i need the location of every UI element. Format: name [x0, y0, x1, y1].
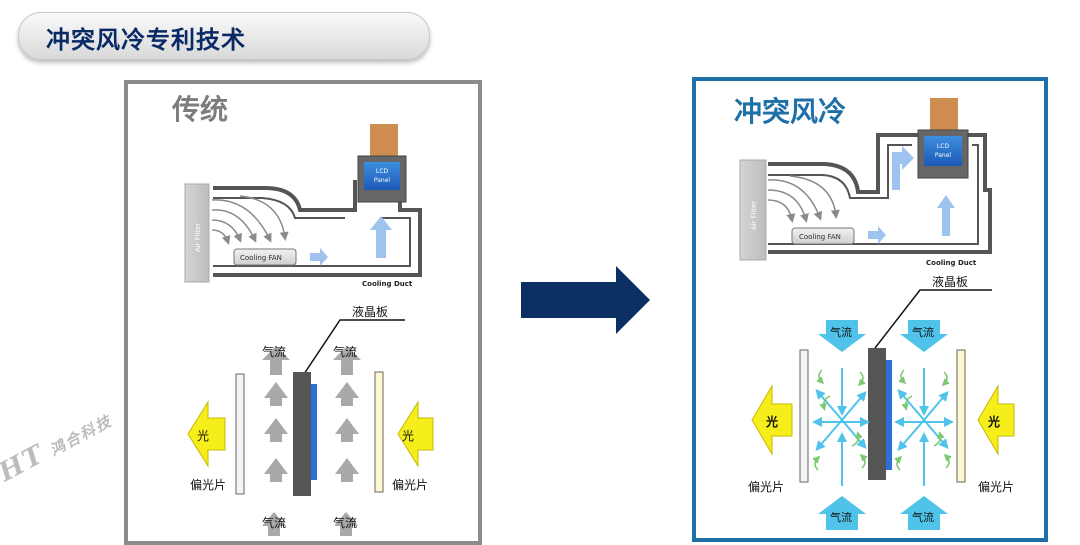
light-label-left: 光: [197, 429, 209, 443]
polarizer-label-right: 偏光片: [392, 477, 428, 492]
light-label-right: 光: [987, 414, 1000, 429]
svg-text:LCD: LCD: [376, 168, 389, 175]
airflow-label-bottom-right: 气流: [333, 515, 357, 530]
light-label-right: 光: [402, 429, 414, 443]
page-title: 冲突风冷专利技术: [46, 26, 246, 54]
polarizer-label-left: 偏光片: [748, 479, 784, 494]
polarizer-label-left: 偏光片: [190, 477, 226, 492]
svg-text:Cooling FAN: Cooling FAN: [799, 233, 841, 241]
light-arrow-right: [977, 384, 1015, 456]
airflow-label-top-right: 气流: [333, 344, 357, 359]
svg-text:Air Filter: Air Filter: [750, 201, 758, 230]
svg-text:Panel: Panel: [374, 177, 391, 184]
airflow-label-top-right: 气流: [912, 325, 934, 339]
polarizer-label-right: 偏光片: [978, 479, 1014, 494]
air-filter: [739, 159, 767, 261]
right-airflow-diagram: 液晶板 气流 气流 气流 气流: [748, 274, 1015, 530]
air-filter-label: Air Filter: [194, 223, 202, 252]
cooling-duct-label: Cooling Duct: [362, 280, 413, 288]
lc-board: [868, 348, 886, 480]
airflow-label-bottom-left: 气流: [830, 510, 852, 524]
conflict-cooling-title: 冲突风冷: [734, 95, 847, 128]
left-polarizer: [235, 373, 245, 495]
airflow-label-top-left: 气流: [830, 325, 852, 339]
light-arrow-left: [187, 400, 226, 468]
airflow-label-top-left: 气流: [262, 344, 286, 359]
lc-board: [293, 372, 311, 496]
airflow-label-bottom-right: 气流: [912, 510, 934, 524]
left-cooling-schematic: Air Filter Cooling FAN LCD Panel Cooling…: [184, 124, 422, 288]
light-arrow-left: [751, 384, 793, 456]
left-polarizer: [799, 349, 809, 483]
cooling-fan: [791, 227, 855, 245]
left-airflow-diagram: 液晶板 气流 气流 气流 气流 光 光 偏光片 偏光片: [187, 304, 434, 536]
right-polarizer: [956, 349, 966, 483]
svg-text:Panel: Panel: [935, 152, 952, 159]
cooling-fan-label: Cooling FAN: [240, 254, 282, 262]
transition-arrow: [521, 266, 650, 334]
svg-text:LCD: LCD: [937, 143, 950, 150]
lc-board-label: 液晶板: [932, 274, 968, 289]
airflow-label-bottom-left: 气流: [262, 515, 286, 530]
traditional-title: 传统: [172, 93, 229, 126]
light-arrow-right: [397, 400, 434, 468]
right-cooling-schematic: Air Filter Cooling FAN LCD Panel Cooling…: [739, 98, 992, 267]
cooling-duct-label: Cooling Duct: [926, 259, 977, 267]
air-filter: [184, 183, 210, 283]
right-polarizer: [374, 371, 384, 493]
lc-board-label: 液晶板: [352, 304, 388, 319]
header-pill: [18, 12, 430, 60]
cooling-fan: [233, 248, 297, 266]
light-label-left: 光: [765, 414, 778, 429]
